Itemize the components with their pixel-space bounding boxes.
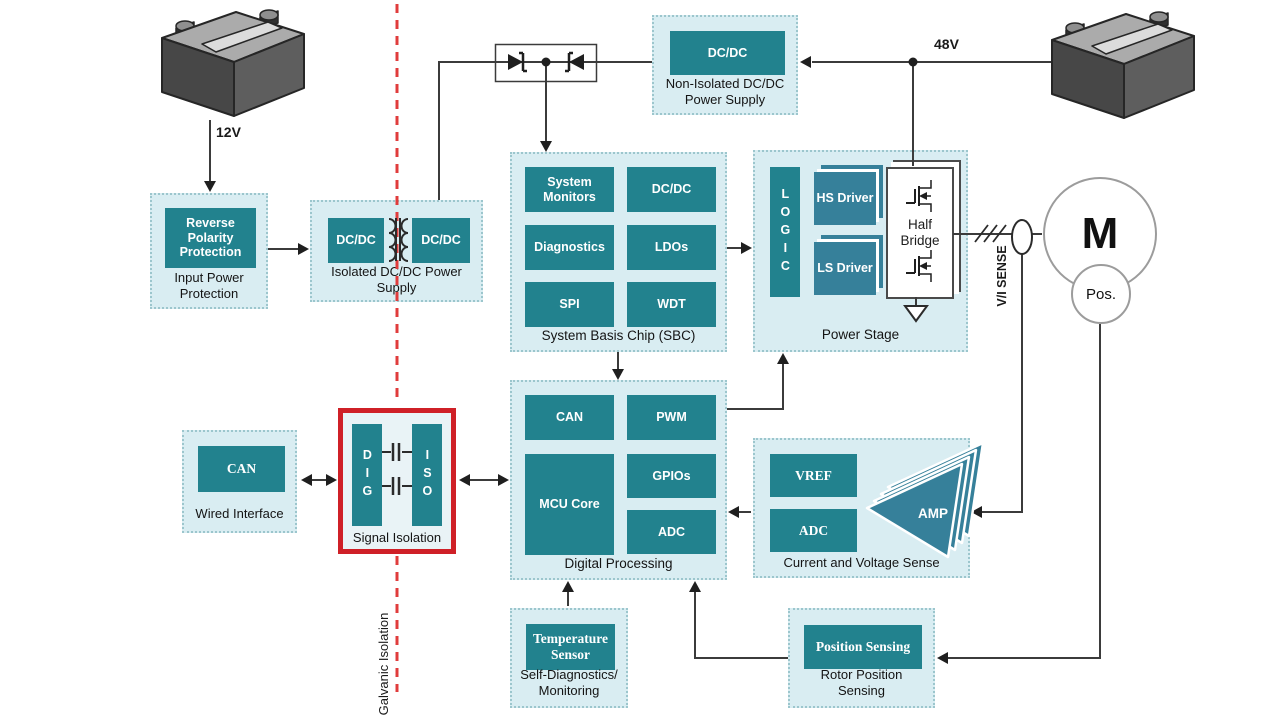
block-hs-driver: HS Driver xyxy=(814,172,876,225)
block-isolated-dcdc-primary: DC/DC xyxy=(328,218,384,263)
block-diagnostics: Diagnostics xyxy=(525,225,614,270)
block-non-isolated-dcdc: DC/DC xyxy=(670,31,785,75)
block-ldos: LDOs xyxy=(627,225,716,270)
block-system-monitors: System Monitors xyxy=(525,167,614,212)
container-power-stage: LOGIC HS Driver LS Driver Half Bridge Po… xyxy=(753,150,968,352)
diode-or-box xyxy=(494,43,598,83)
signal-isolation-box: DIG ISO Signal Isolation xyxy=(338,408,456,554)
block-adc: ADC xyxy=(627,510,716,554)
block-temperature-sensor: Temperature Sensor xyxy=(526,624,615,670)
block-cvs-adc: ADC xyxy=(770,509,857,552)
block-wired-can: CAN xyxy=(198,446,285,492)
block-ls-driver: LS Driver xyxy=(814,242,876,295)
power-stage-label: Power Stage xyxy=(821,326,900,342)
block-iso: ISO xyxy=(412,424,442,526)
block-dig: DIG xyxy=(352,424,382,526)
block-reverse-polarity-protection: Reverse Polarity Protection xyxy=(165,208,256,268)
position-sensor-circle: Pos. xyxy=(1071,264,1131,324)
container-isolated-dcdc-supply: DC/DC DC/DC Isolated DC/DC Power Supply xyxy=(310,200,483,302)
battery-12v-icon xyxy=(161,9,305,117)
digital-processing-label: Digital Processing xyxy=(564,555,673,571)
block-can: CAN xyxy=(525,395,614,440)
block-isolated-dcdc-secondary: DC/DC xyxy=(412,218,470,263)
block-mcu-core: MCU Core xyxy=(525,454,614,555)
isolated-dcdc-label: Isolated DC/DC Power Supply xyxy=(331,264,462,296)
input-power-protection-label: Input Power Protection xyxy=(174,270,244,302)
block-spi: SPI xyxy=(525,282,614,327)
block-gpios: GPIOs xyxy=(627,454,716,498)
container-non-isolated-dcdc: DC/DC Non-Isolated DC/DC Power Supply xyxy=(652,15,798,115)
block-vref: VREF xyxy=(770,454,857,497)
half-bridge-box: Half Bridge xyxy=(886,167,954,299)
signal-isolation-label: Signal Isolation xyxy=(352,530,442,546)
galvanic-isolation-label: Galvanic Isolation xyxy=(376,612,391,716)
block-logic: LOGIC xyxy=(770,167,800,297)
current-voltage-sense-label: Current and Voltage Sense xyxy=(783,555,940,571)
container-rotor-position-sensing: Position Sensing Rotor Position Sensing xyxy=(788,608,935,708)
container-digital-processing: CAN PWM MCU Core GPIOs ADC Digital Proce… xyxy=(510,380,727,580)
label-48v: 48V xyxy=(934,36,959,52)
block-pwm: PWM xyxy=(627,395,716,440)
non-isolated-dcdc-label: Non-Isolated DC/DC Power Supply xyxy=(665,76,785,108)
container-sbc: System Monitors DC/DC Diagnostics LDOs S… xyxy=(510,152,727,352)
container-input-power-protection: Reverse Polarity Protection Input Power … xyxy=(150,193,268,309)
self-diagnostics-label: Self-Diagnostics/ Monitoring xyxy=(520,667,618,699)
rotor-position-label: Rotor Position Sensing xyxy=(820,667,903,699)
container-wired-interface: CAN Wired Interface xyxy=(182,430,297,533)
block-position-sensing: Position Sensing xyxy=(804,625,922,669)
container-self-diagnostics: Temperature Sensor Self-Diagnostics/ Mon… xyxy=(510,608,628,708)
container-current-voltage-sense: VREF ADC Current and Voltage Sense xyxy=(753,438,970,578)
sbc-label: System Basis Chip (SBC) xyxy=(541,327,696,343)
label-12v: 12V xyxy=(216,124,241,140)
battery-48v-icon xyxy=(1051,11,1195,119)
wired-interface-label: Wired Interface xyxy=(195,506,284,522)
block-sbc-dcdc: DC/DC xyxy=(627,167,716,212)
current-sense-loop-icon xyxy=(1011,219,1033,255)
vi-sense-label: V/I SENSE xyxy=(995,245,1009,307)
block-wdt: WDT xyxy=(627,282,716,327)
